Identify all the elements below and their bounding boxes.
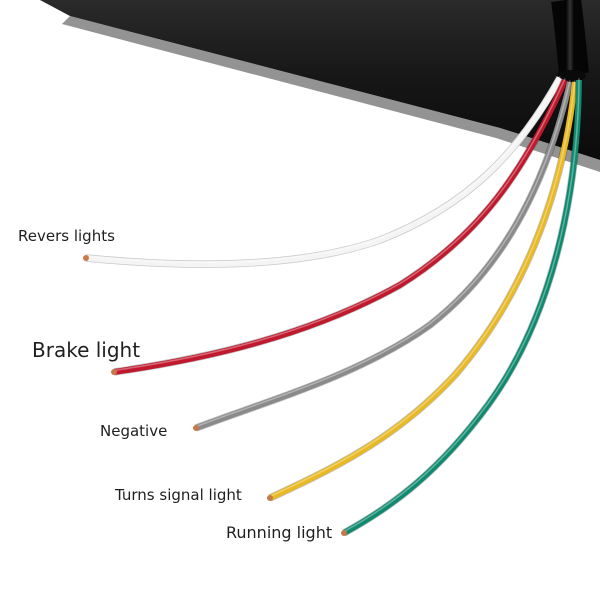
- wire-group: [83, 76, 583, 537]
- label-brake-light: Brake light: [32, 338, 141, 362]
- wire-negative: [194, 81, 573, 431]
- wire-turn: [268, 81, 578, 501]
- lamp-housing: [40, 0, 600, 172]
- wire-running-copper-tip: [341, 530, 347, 536]
- wire-turn-sheen: [269, 80, 576, 498]
- wire-reverse-copper-tip: [83, 255, 89, 261]
- wire-brake: [113, 78, 568, 375]
- wire-turn-copper-tip: [267, 495, 273, 501]
- wire-negative-sheen: [195, 80, 571, 428]
- main-cable: [551, 0, 589, 82]
- label-reverse-lights: Revers lights: [18, 227, 115, 245]
- wire-reverse: [85, 76, 563, 268]
- wire-reverse-sheen: [85, 76, 561, 264]
- wire-running-sheen: [343, 78, 580, 533]
- wire-running: [342, 79, 582, 536]
- label-running-light: Running light: [226, 523, 333, 542]
- label-negative: Negative: [100, 422, 168, 440]
- label-turn-signal-light: Turns signal light: [115, 486, 242, 504]
- wire-negative-copper-tip: [193, 425, 199, 431]
- wire-brake-sheen: [113, 78, 566, 372]
- wire-brake-copper-tip: [111, 369, 117, 375]
